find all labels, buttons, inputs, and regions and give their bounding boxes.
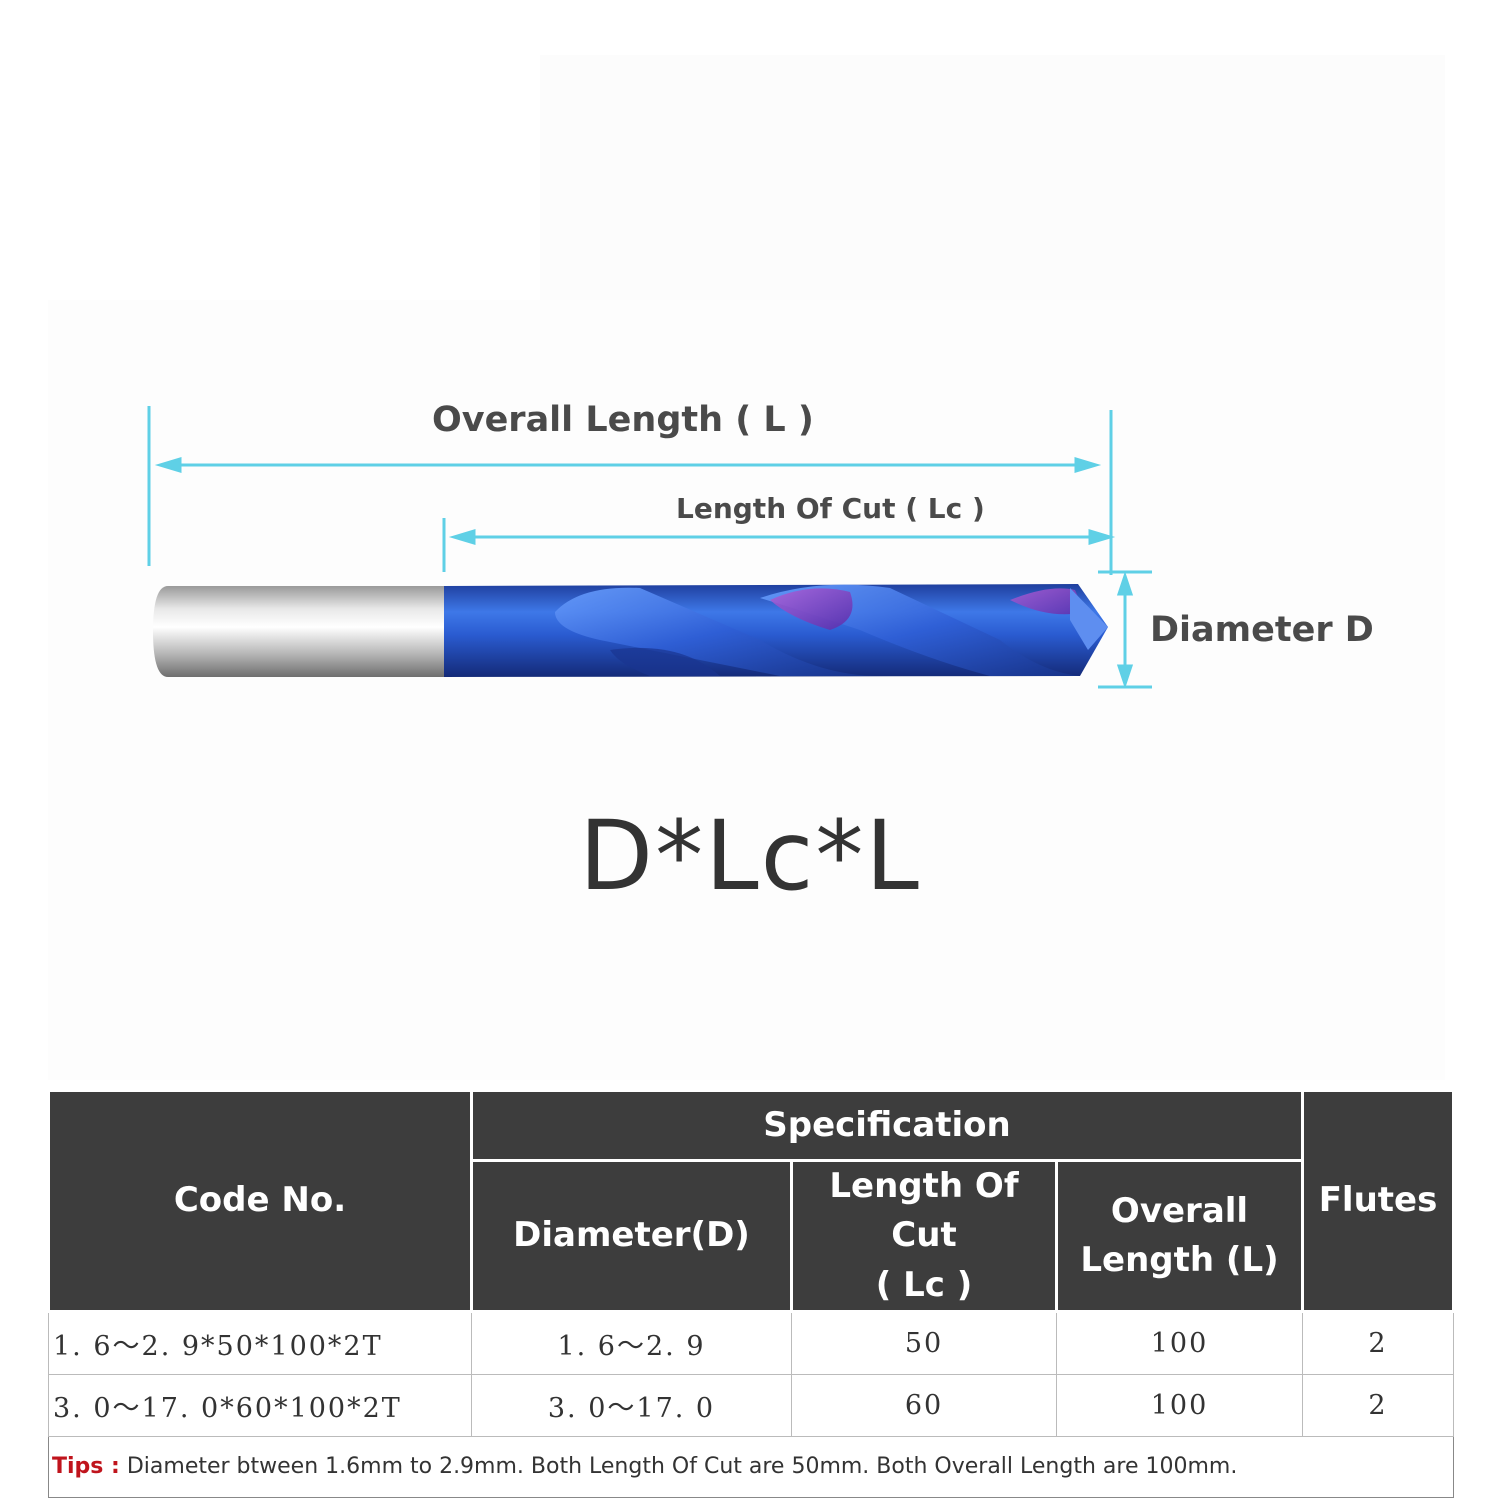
cell-overall-length: 100 [1055, 1373, 1304, 1437]
cell-code: 1. 6～2. 9*50*100*2T [48, 1310, 472, 1375]
tips-label: Tips : [52, 1454, 120, 1480]
header-length-of-cut-line1: Length Of Cut [829, 1166, 1019, 1256]
tips-row: Tips : Diameter btween 1.6mm to 2.9mm. B… [47, 1435, 1455, 1498]
diameter-label: Diameter D [1150, 610, 1374, 650]
tips-cell: Tips : Diameter btween 1.6mm to 2.9mm. B… [47, 1435, 1455, 1498]
header-flutes: Flutes [1301, 1089, 1456, 1313]
background-panel [48, 300, 1445, 1080]
arrow-up-icon [1116, 571, 1134, 596]
size-formula: D*Lc*L [579, 800, 921, 912]
table-row: 3. 0～17. 0*60*100*2T 3. 0～17. 0 60 100 2 [48, 1373, 1455, 1437]
drill-flute-highlight [770, 588, 853, 630]
drill-shank [153, 586, 446, 677]
header-length-of-cut-line2: ( Lc ) [875, 1264, 973, 1305]
length-of-cut-label: Length Of Cut ( Lc ) [676, 492, 985, 525]
overall-length-label: Overall Length ( L ) [432, 400, 814, 440]
background-panel [540, 55, 1445, 300]
drill-flute-highlight [1010, 588, 1085, 615]
header-code-no: Code No. [47, 1089, 473, 1313]
cell-flutes: 2 [1302, 1310, 1455, 1375]
cell-length-of-cut: 50 [791, 1310, 1057, 1375]
drill-tip [1070, 588, 1108, 650]
drill-flute [555, 587, 880, 676]
cell-length-of-cut: 60 [791, 1373, 1057, 1437]
arrow-right-icon [1074, 456, 1102, 474]
header-diameter: Diameter(D) [470, 1159, 793, 1313]
header-overall-line2: Length (L) [1080, 1239, 1279, 1280]
arrow-left-icon [154, 456, 182, 474]
arrow-down-icon [1116, 664, 1134, 689]
table-row: 1. 6～2. 9*50*100*2T 1. 6～2. 9 50 100 2 [48, 1310, 1455, 1375]
header-overall-length: Overall Length (L) [1054, 1159, 1305, 1313]
cell-diameter: 3. 0～17. 0 [471, 1373, 792, 1437]
tips-text: Diameter btween 1.6mm to 2.9mm. Both Len… [126, 1454, 1238, 1480]
header-overall-line1: Overall [1110, 1190, 1249, 1231]
arrow-left-icon [448, 528, 476, 546]
header-length-of-cut: Length Of Cut ( Lc ) [790, 1159, 1058, 1313]
arrow-right-icon [1088, 528, 1116, 546]
drill-flute-shadow [610, 647, 720, 676]
cell-code: 3. 0～17. 0*60*100*2T [48, 1373, 472, 1437]
header-specification: Specification [469, 1089, 1305, 1162]
specification-table: Code No. Specification Flutes Diameter(D… [47, 1089, 1456, 1498]
cell-flutes: 2 [1302, 1373, 1455, 1437]
cell-overall-length: 100 [1055, 1310, 1304, 1375]
cell-diameter: 1. 6～2. 9 [471, 1310, 792, 1375]
